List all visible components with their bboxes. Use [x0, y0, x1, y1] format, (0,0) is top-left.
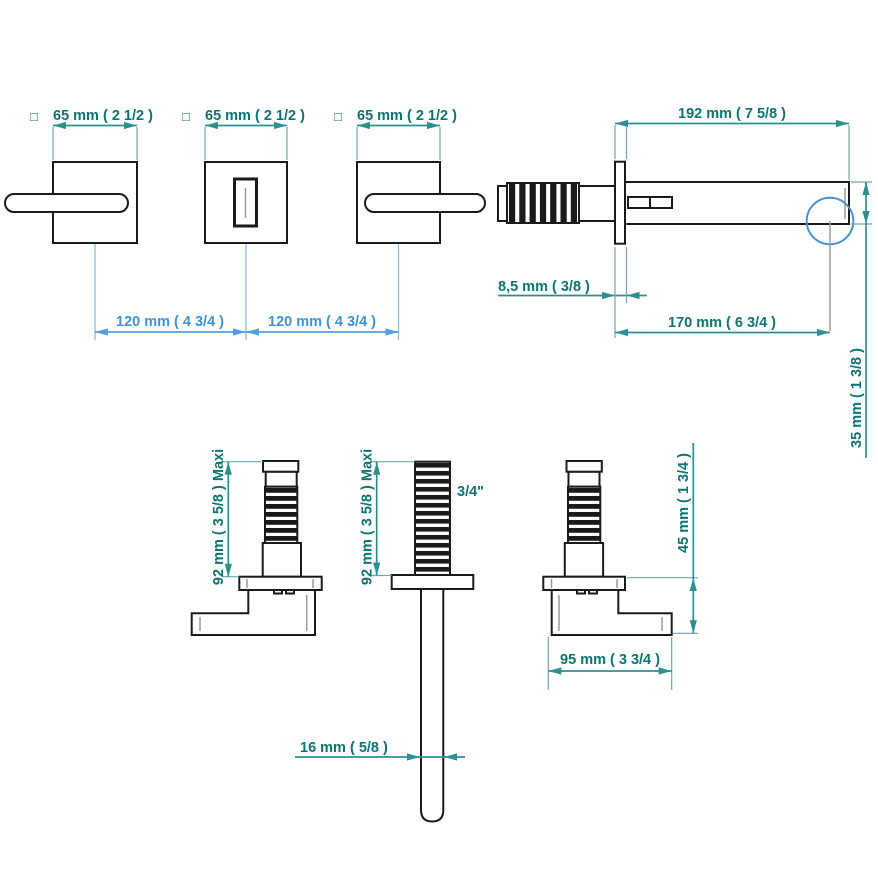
stem-cap: [565, 460, 603, 473]
valve-body: [190, 589, 316, 636]
spout-front: [497, 160, 855, 331]
dim-label: 170 mm ( 6 3/4 ): [668, 315, 776, 331]
dim-label: 8,5 mm ( 3/8 ): [498, 279, 590, 295]
thread-body: [414, 460, 451, 577]
dim-valve-left-depth: 92 mm ( 3 5/8 ) Maxi: [211, 449, 263, 585]
thread-ribs: [415, 463, 450, 572]
thread-end-cap: [497, 185, 508, 222]
thread-ribs: [509, 183, 577, 223]
arrow-left: [615, 328, 628, 337]
set-screw-detail: [627, 196, 651, 209]
arrow-right: [385, 328, 399, 336]
square-section-symbol: □: [182, 109, 190, 124]
dim-plate-right-width: □ 65 mm ( 2 1/2 ): [334, 108, 457, 160]
handle-plate-left-front: [4, 161, 138, 244]
arrow-down: [689, 620, 697, 634]
dim-spout-depth: 92 mm ( 3 5/8 ) Maxi: [360, 449, 415, 585]
clip-detail: [576, 589, 586, 595]
dim-label: 120 mm ( 4 3/4 ): [116, 314, 224, 330]
dim-flange-thickness: 8,5 mm ( 3/8 ): [498, 247, 647, 338]
arrow-right: [124, 121, 137, 130]
arrow-right: [836, 119, 849, 128]
valve-left-side: [190, 460, 323, 636]
arrow-right: [274, 121, 287, 130]
dim-label: 65 mm ( 2 1/2 ): [357, 108, 457, 124]
arrow-inward-left: [444, 753, 457, 761]
handle-plate-right-front: [356, 161, 486, 244]
square-section-symbol: □: [30, 109, 38, 124]
mounting-flange: [390, 574, 475, 590]
lever-handle: [4, 193, 129, 213]
dim-plate-center-width: □ 65 mm ( 2 1/2 ): [182, 108, 305, 160]
arrow-up: [689, 578, 697, 591]
arrow-down: [224, 563, 232, 577]
thread-size-label: 3/4": [457, 484, 484, 500]
dim-handle-spacing: 120 mm ( 4 3/4 ) 120 mm ( 4 3/4 ): [94, 244, 400, 340]
dim-valve-height: 45 mm ( 1 3/4 ): [627, 443, 698, 634]
thread-ribs: [568, 488, 601, 541]
dim-label: 65 mm ( 2 1/2 ): [53, 108, 153, 124]
dim-plate-left-width: □ 65 mm ( 2 1/2 ): [30, 108, 153, 160]
arrow-left: [548, 667, 562, 675]
valve-collar: [563, 542, 605, 578]
dim-spout-length: 192 mm ( 7 5/8 ): [614, 106, 850, 180]
mounting-flange: [542, 575, 626, 592]
arrow-up: [373, 461, 381, 475]
set-screw-detail: [649, 196, 673, 209]
dim-label: 35 mm ( 1 3/8 ): [849, 348, 865, 448]
spout-side: 3/4": [390, 460, 484, 823]
arrow-left: [615, 119, 628, 128]
clip-detail: [273, 589, 283, 595]
arrow-inward-left: [626, 291, 640, 300]
arrow-inward-right: [602, 291, 615, 300]
arrow-up: [224, 461, 232, 475]
dim-label: 45 mm ( 1 3/4 ): [676, 453, 692, 553]
dim-spout-height: 35 mm ( 1 3/8 ): [849, 181, 872, 458]
spout-shank: [578, 185, 616, 222]
stem-cap: [262, 460, 300, 473]
arrow-left: [95, 328, 108, 336]
mounting-flange: [238, 575, 323, 592]
dim-spout-projection: 170 mm ( 6 3/4 ): [615, 315, 830, 337]
wall-flange: [614, 160, 626, 245]
dim-label: 92 mm ( 3 5/8 ) Maxi: [360, 449, 376, 585]
valve-right-side: [542, 460, 673, 636]
arrow-inward-right: [407, 753, 420, 761]
clip-detail: [588, 589, 598, 595]
knob-plate-front: [204, 161, 288, 244]
dim-label: 65 mm ( 2 1/2 ): [205, 108, 305, 124]
spout-tube-side: [420, 588, 445, 823]
clip-detail: [285, 589, 295, 595]
valve-body: [550, 589, 673, 636]
arrow-down: [862, 211, 870, 224]
dim-label: 95 mm ( 3 3/4 ): [560, 652, 660, 668]
arrow-left: [53, 121, 66, 130]
arrow-right: [233, 328, 246, 336]
arrow-right: [658, 667, 672, 675]
valve-collar: [261, 542, 303, 578]
lever-handle: [364, 193, 486, 213]
square-section-symbol: □: [334, 109, 342, 124]
arrow-right: [427, 121, 440, 130]
dim-label: 92 mm ( 3 5/8 ) Maxi: [211, 449, 227, 585]
arrow-right: [817, 328, 830, 337]
arrow-left: [246, 328, 259, 336]
dim-tube-diameter: 16 mm ( 5/8 ): [295, 740, 465, 761]
dim-label: 120 mm ( 4 3/4 ): [268, 314, 376, 330]
arrow-down: [373, 562, 381, 576]
dim-valve-width: 95 mm ( 3 3/4 ): [547, 637, 673, 690]
arrow-left: [205, 121, 218, 130]
stem-neck: [264, 470, 298, 488]
dim-label: 16 mm ( 5/8 ): [300, 740, 388, 756]
arrow-left: [357, 121, 370, 130]
stem-neck: [567, 470, 601, 488]
arrow-up: [862, 182, 870, 195]
dim-label: 192 mm ( 7 5/8 ): [678, 106, 786, 122]
thread-ribs: [265, 488, 298, 541]
